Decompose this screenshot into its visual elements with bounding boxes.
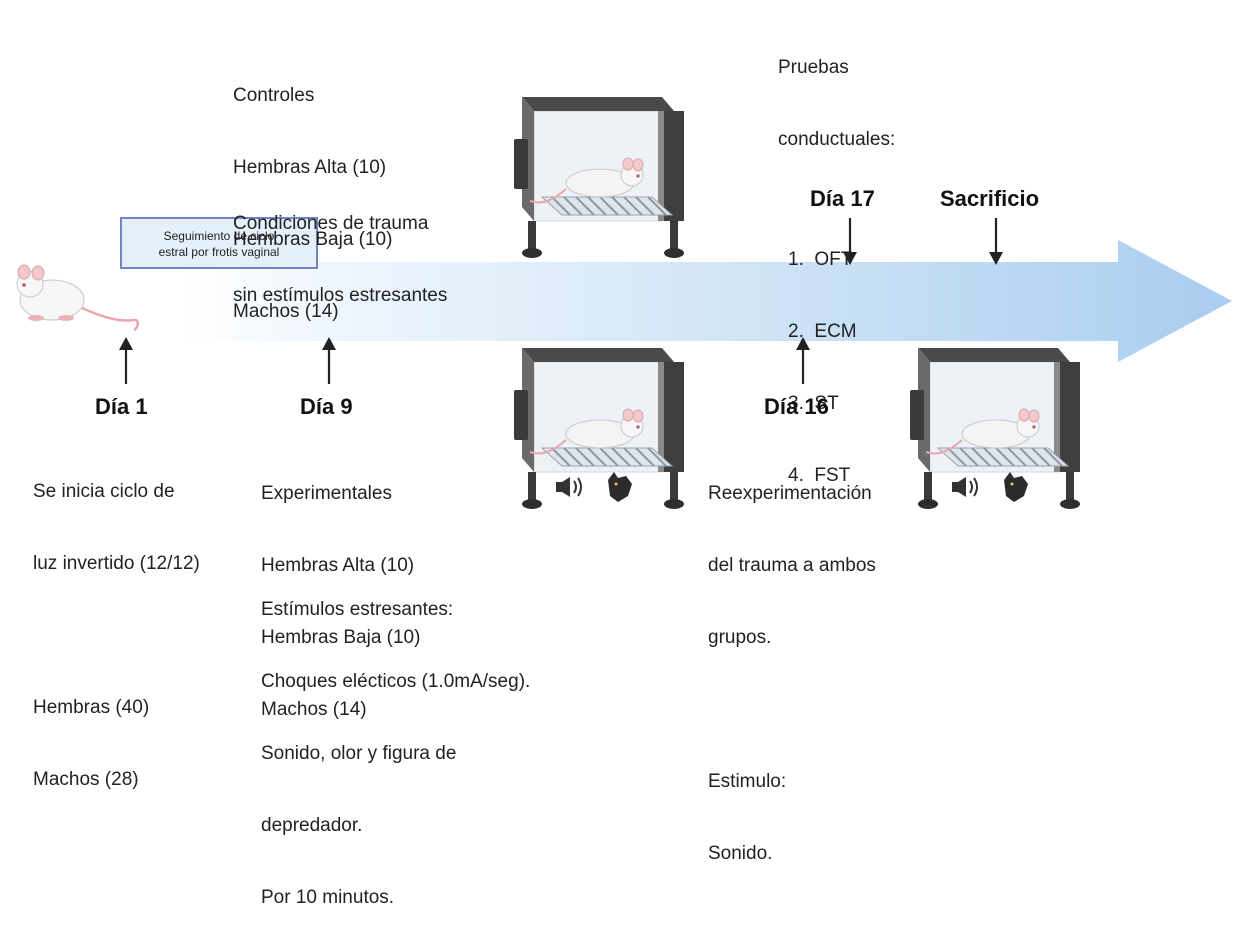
test-item: 4. FST xyxy=(788,465,851,486)
test-item: 2. ECM xyxy=(788,321,857,342)
predator-icon xyxy=(608,472,632,502)
day16-block: Reexperimentación del trauma a ambos gru… xyxy=(708,434,876,890)
day16-line: Reexperimentación xyxy=(708,483,872,504)
day16-line: del trauma a ambos xyxy=(708,555,876,576)
controls-line: Hembras Baja (10) xyxy=(233,229,393,250)
controls-line: Hembras Alta (10) xyxy=(233,157,387,178)
controls-title: Controles xyxy=(233,85,315,106)
day16-stimulus: Estimulo: xyxy=(708,771,787,792)
day16-stimulus: Sonido. xyxy=(708,843,773,864)
marker-day17: Día 17 xyxy=(810,186,875,211)
stimuli-line: Por 10 minutos. xyxy=(261,887,395,908)
arrow-up-day9 xyxy=(322,337,336,384)
marker-day16: Día 16 xyxy=(764,394,829,419)
day1-line: Se inicia ciclo de xyxy=(33,481,175,502)
day1-line: luz invertido (12/12) xyxy=(33,553,200,574)
stimuli-line: depredador. xyxy=(261,815,363,836)
stimuli-line: Sonido, olor y figura de xyxy=(261,743,457,764)
arrow-up-day16 xyxy=(796,337,810,384)
chamber-control-icon xyxy=(513,96,685,259)
day16-line: grupos. xyxy=(708,627,772,648)
tracking-box: Seguimiento de ciclo estral por frotis v… xyxy=(120,217,318,269)
tests-title: conductuales: xyxy=(778,129,896,150)
chamber-experimental-icon xyxy=(513,347,685,510)
day1-block: Se inicia ciclo de luz invertido (12/12)… xyxy=(33,432,200,816)
timeline-diagram xyxy=(16,96,1232,510)
controls-line: Machos (14) xyxy=(233,301,339,322)
day9-line: Hembras Baja (10) xyxy=(261,627,421,648)
tracking-line-2: estral por frotis vaginal xyxy=(158,245,280,259)
marker-sacrifice: Sacrificio xyxy=(940,186,1040,211)
condition-line: sin estímulos estresantes xyxy=(233,285,448,306)
day1-group: Machos (28) xyxy=(33,769,139,790)
mouse-icon xyxy=(16,264,139,332)
test-item: 3. ST xyxy=(788,393,839,414)
day9-stimuli: Estímulos estresantes: Choques elécticos… xyxy=(261,550,530,934)
day1-group: Hembras (40) xyxy=(33,697,150,718)
test-item: 1. OFT xyxy=(788,249,853,270)
controls-block: Controles Hembras Alta (10) Hembras Baja… xyxy=(233,36,392,348)
day9-line: Hembras Alta (10) xyxy=(261,555,415,576)
arrow-down-sacrifice xyxy=(989,218,1003,265)
timeline-arrow xyxy=(180,240,1232,362)
tests-title: Pruebas xyxy=(778,57,849,78)
tests-block: Pruebas conductuales: 1. OFT 2. ECM 3. S… xyxy=(778,8,896,486)
speaker-icon-2 xyxy=(952,477,978,497)
marker-day1: Día 1 xyxy=(95,394,148,419)
stimuli-title: Estímulos estresantes: xyxy=(261,599,454,620)
arrow-up-day1 xyxy=(119,337,133,384)
tracking-line-1: Seguimiento de ciclo xyxy=(163,229,275,243)
conditions-block: Condiciones de trauma sin estímulos estr… xyxy=(233,164,447,332)
day9-title: Experimentales xyxy=(261,483,392,504)
arrow-down-day17 xyxy=(843,218,857,265)
marker-day9: Día 9 xyxy=(300,394,353,419)
condition-line: Condiciones de trauma xyxy=(233,213,429,234)
predator-icon-2 xyxy=(1004,472,1028,502)
speaker-icon xyxy=(556,477,582,497)
stimuli-line: Choques elécticos (1.0mA/seg). xyxy=(261,671,531,692)
chamber-reexperience-icon xyxy=(909,347,1081,510)
